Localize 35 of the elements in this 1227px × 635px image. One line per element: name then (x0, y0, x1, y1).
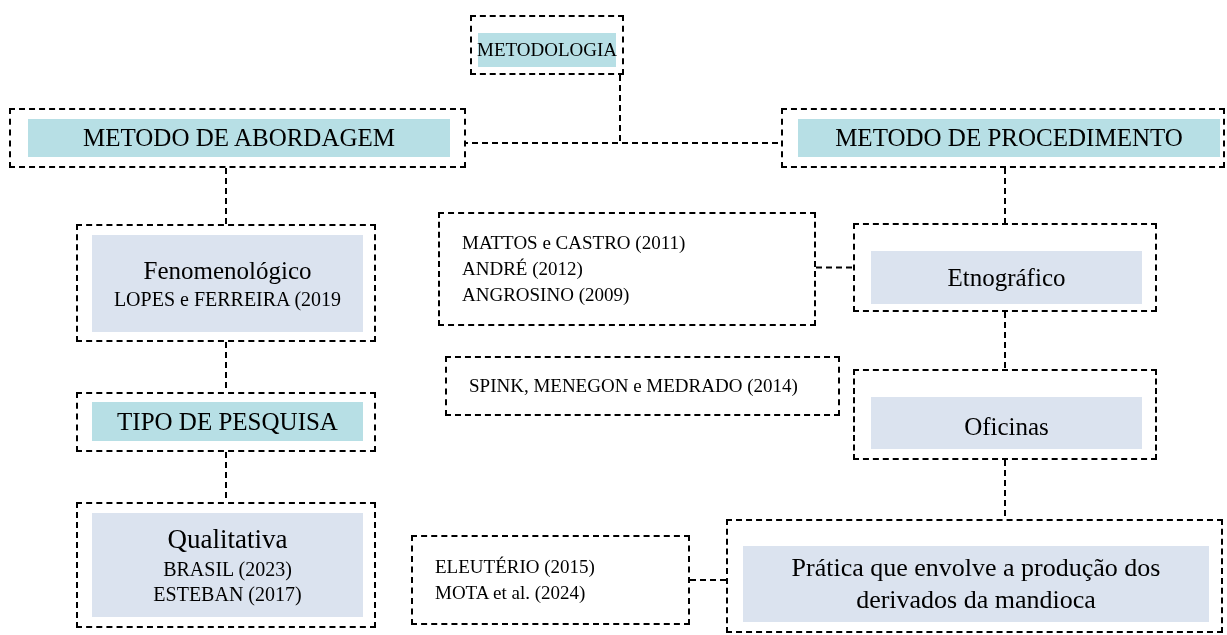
node-title: ELEUTÉRIO (2015) (435, 555, 595, 579)
citation-text: BRASIL (2023) (163, 556, 292, 582)
node-title: Qualitativa (167, 523, 288, 557)
dashed-node-box (9, 108, 466, 168)
citation-text: ANDRÉ (2012) (462, 257, 583, 281)
node-title: MATTOS e CASTRO (2011) (462, 231, 686, 256)
node-title: Etnográfico (947, 262, 1066, 293)
citation-text: LOPES e FERREIRA (2019 (113, 286, 342, 312)
reference-box (438, 212, 816, 326)
connector-line (689, 579, 727, 581)
node-title: Prática que envolve a produção dos derivados da mandioca (790, 551, 1162, 616)
node-title: METODOLOGIA (477, 38, 617, 62)
node-title: Fenomenológico (143, 256, 312, 287)
connector-line (225, 167, 227, 225)
connector-line (1004, 167, 1006, 224)
dashed-node-box (76, 502, 376, 628)
node-title: TIPO DE PESQUISA (117, 406, 338, 437)
reference-box (411, 535, 690, 625)
dashed-node-box (853, 369, 1157, 460)
connector-line (815, 266, 854, 269)
dashed-node-box (76, 392, 376, 452)
node-title: SPINK, MENEGON e MEDRADO (2014) (469, 374, 798, 398)
citation-text: ANGROSINO (2009) (462, 282, 630, 307)
node-title: METODO DE ABORDAGEM (82, 123, 396, 154)
citation-text: MOTA et al. (2024) (435, 581, 586, 605)
dashed-node-box (853, 223, 1157, 312)
node-title: METODO DE PROCEDIMENTO (835, 123, 1183, 154)
dashed-node-box (726, 519, 1223, 633)
connector-line (1004, 311, 1006, 370)
dashed-node-box (470, 15, 624, 75)
node-title: Oficinas (964, 412, 1049, 443)
dashed-node-box (76, 224, 376, 342)
reference-box (445, 356, 840, 416)
dashed-node-box (781, 108, 1225, 168)
citation-text: ESTEBAN (2017) (153, 581, 302, 607)
